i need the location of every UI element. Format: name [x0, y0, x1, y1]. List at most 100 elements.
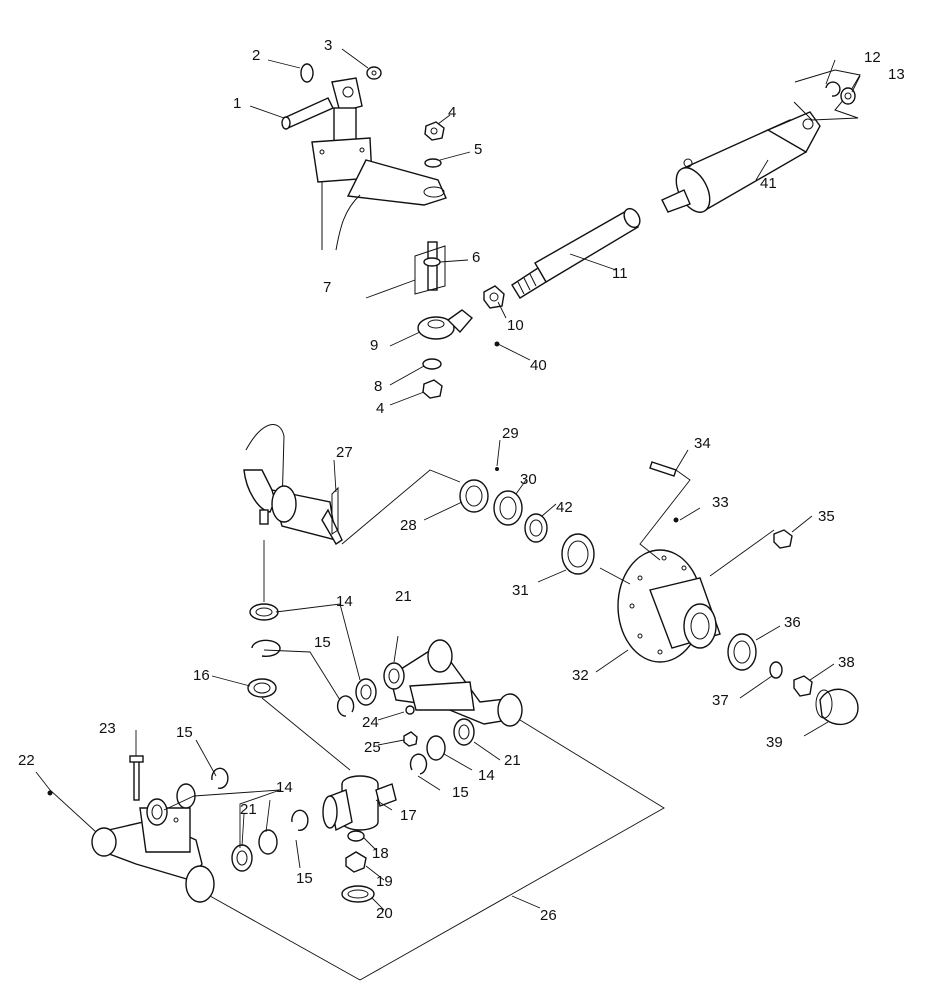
washer-top [366, 66, 382, 80]
ball-stud [365, 241, 446, 299]
callout-14-a: 14 [336, 593, 353, 610]
hex-nut-top [424, 121, 445, 141]
washer-8 [422, 358, 442, 370]
callout-31: 31 [512, 582, 529, 599]
callout-21-c: 21 [240, 801, 257, 818]
callout-35: 35 [818, 508, 835, 525]
callout-5: 5 [474, 141, 482, 158]
callout-22: 22 [18, 752, 35, 769]
bushing-21-lower-b [231, 844, 253, 872]
snap-ring-15-lower-b [291, 809, 309, 831]
callout-14-b: 14 [478, 767, 495, 784]
callout-32: 32 [572, 667, 589, 684]
snap-ring-15-mid [336, 695, 355, 717]
jam-nut-10 [483, 285, 505, 309]
snap-ring-15-right [409, 753, 428, 775]
bearing-36 [727, 633, 757, 671]
piston-rod [511, 207, 641, 299]
callout-19: 19 [376, 873, 393, 890]
callout-37: 37 [712, 692, 729, 709]
hydraulic-cylinder [661, 111, 821, 214]
callout-9: 9 [370, 337, 378, 354]
callout-33: 33 [712, 494, 729, 511]
washer-14-mid [355, 678, 377, 706]
cylinder-pin [281, 97, 334, 130]
snap-ring-15-lower-a [211, 767, 229, 789]
callout-14-c: 14 [276, 779, 293, 796]
washer-18 [347, 830, 365, 842]
callout-2: 2 [252, 47, 260, 64]
callout-40: 40 [530, 357, 547, 374]
washer-37 [769, 661, 783, 679]
grease-fitting-29 [495, 467, 499, 471]
snap-ring-12 [793, 69, 861, 121]
upper-control-arm [389, 639, 523, 727]
bearing-cup-31 [561, 533, 595, 575]
lug-nut-35 [773, 529, 793, 549]
bushing-21-mid [453, 718, 475, 746]
steering-arm-bracket [311, 77, 447, 251]
callout-16: 16 [193, 667, 210, 684]
seal-20 [341, 885, 375, 903]
callout-34: 34 [694, 435, 711, 452]
grease-fitting-33 [673, 517, 679, 523]
callout-11: 11 [612, 265, 628, 282]
bearing-cone-30 [493, 490, 523, 526]
callout-25: 25 [364, 739, 381, 756]
dust-cap-39 [815, 688, 859, 726]
washer-14-right [426, 735, 446, 761]
washer-14-upper [249, 603, 279, 621]
nut-25 [403, 731, 418, 747]
callout-36: 36 [784, 614, 801, 631]
seal-28 [459, 479, 489, 513]
wheel-hub [617, 549, 721, 663]
wheel-stud-34 [649, 461, 677, 477]
leader-lines [35, 48, 861, 981]
callout-20: 20 [376, 905, 393, 922]
callout-27: 27 [336, 444, 353, 461]
callout-6: 6 [472, 249, 480, 266]
callout-3: 3 [324, 37, 332, 54]
callout-15-b: 15 [176, 724, 193, 741]
callout-38: 38 [838, 654, 855, 671]
callout-8: 8 [374, 378, 382, 395]
bearing-42 [524, 513, 548, 543]
callout-12: 12 [864, 49, 881, 66]
callout-18: 18 [372, 845, 389, 862]
callout-1: 1 [233, 95, 241, 112]
callout-21-a: 21 [395, 588, 412, 605]
washer-14-lower-a [176, 783, 196, 809]
tie-rod-end [417, 309, 474, 340]
castle-nut-38 [793, 675, 813, 697]
callout-42: 42 [556, 499, 573, 516]
nut-19 [345, 851, 367, 873]
callout-29: 29 [502, 425, 519, 442]
callout-21-b: 21 [504, 752, 521, 769]
bushing-21-lower-a [146, 798, 168, 826]
callout-17: 17 [400, 807, 417, 824]
steering-knuckle [243, 424, 343, 545]
snap-ring-15-upper [251, 639, 281, 658]
cotter-pin [300, 63, 314, 83]
callout-4-bottom: 4 [376, 400, 384, 417]
callout-labels: 1 2 3 4 5 6 7 9 10 40 8 4 11 12 13 41 29… [18, 37, 905, 924]
hex-nut-bottom [422, 379, 443, 399]
callout-28: 28 [400, 517, 417, 534]
callout-39: 39 [766, 734, 783, 751]
grease-fitting-40 [494, 341, 500, 347]
callout-15-c: 15 [452, 784, 469, 801]
bolt-23 [129, 755, 144, 801]
bolt-24 [405, 705, 415, 715]
callout-10: 10 [507, 317, 524, 334]
bushing-21-upper [383, 662, 405, 690]
washer-5 [424, 158, 442, 168]
callout-13: 13 [888, 66, 905, 83]
kingpin-housing-17 [322, 775, 397, 832]
callout-7: 7 [323, 279, 331, 296]
callout-15-a: 15 [314, 634, 331, 651]
callout-4-top: 4 [448, 104, 456, 121]
callout-41: 41 [760, 175, 777, 192]
callout-26: 26 [540, 907, 557, 924]
